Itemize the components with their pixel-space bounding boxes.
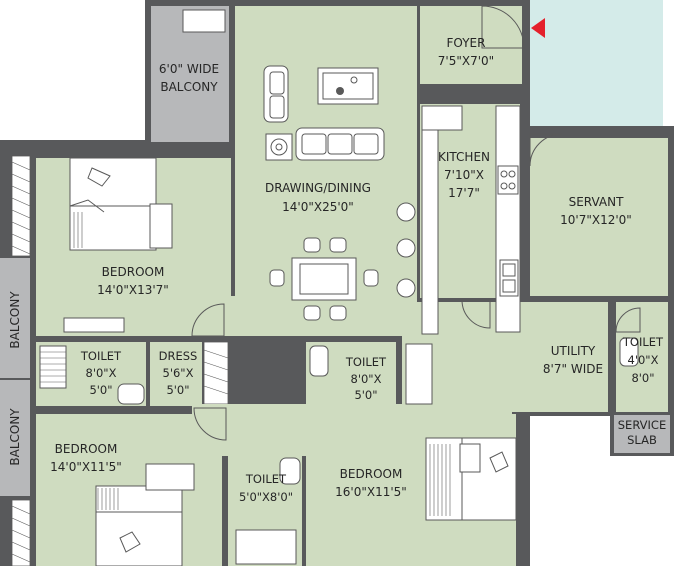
balcony-left-2 (0, 380, 30, 496)
doors (191, 5, 641, 441)
toilet1-size1: 8'0"X (86, 366, 117, 380)
bedroom2-size: 14'0"X11'5" (50, 460, 122, 474)
bedroom3-name: BEDROOM (340, 467, 403, 481)
toilet4-name: TOILET (245, 472, 287, 486)
drawing-size: 14'0"X25'0" (282, 200, 354, 214)
service-slab-line1: SERVICE (618, 418, 666, 432)
balcony-left2-name: BALCONY (8, 408, 22, 466)
entry-arrow-icon (531, 18, 545, 38)
room-servant (530, 138, 668, 296)
washer (182, 9, 226, 33)
bedroom2-name: BEDROOM (55, 442, 118, 456)
toilet2-name: TOILET (345, 355, 387, 369)
bedroom1-size: 14'0"X13'7" (97, 283, 169, 297)
toilet4-size: 5'0"X8'0" (239, 490, 293, 504)
drawing-name: DRAWING/DINING (265, 181, 371, 195)
sofa-icon (263, 65, 385, 161)
dress-size1: 5'6"X (163, 366, 194, 380)
kitchen-size1: 7'10"X (444, 168, 484, 182)
dress-size2: 5'0" (166, 383, 189, 397)
dining-table-icon (269, 202, 416, 321)
servant-size: 10'7"X12'0" (560, 213, 632, 227)
toilet2-size1: 8'0"X (351, 372, 382, 386)
dress-name: DRESS (159, 349, 198, 363)
bed-icon (63, 157, 173, 333)
kitchen-counter (421, 105, 521, 335)
bed-icon (95, 463, 195, 566)
sink-icon (499, 259, 519, 297)
service-slab-line2: SLAB (627, 433, 657, 447)
lift-shaft (663, 0, 678, 126)
railing-hatch (11, 161, 229, 563)
bedroom3-size: 16'0"X11'5" (335, 485, 407, 499)
wc-icon (117, 337, 639, 565)
bed-icon (425, 437, 517, 521)
toilet2-size2: 5'0" (354, 388, 377, 402)
bedroom1-name: BEDROOM (102, 265, 165, 279)
foyer-size: 7'5"X7'0" (438, 54, 494, 68)
balcony-left1-name: BALCONY (8, 291, 22, 349)
utility-name: UTILITY (551, 344, 596, 358)
utility-size: 8'7" WIDE (543, 362, 603, 376)
balcony-top-line2: BALCONY (160, 80, 218, 94)
balcony-left-1 (0, 258, 30, 378)
balcony-top-line1: 6'0" WIDE (159, 62, 219, 76)
servant-name: SERVANT (569, 195, 625, 209)
toilet3-name: TOILET (622, 335, 664, 349)
stove-icon (497, 165, 519, 195)
railing (11, 155, 229, 566)
kitchen-size2: 17'7" (448, 186, 480, 200)
room-foyer (420, 6, 522, 84)
toilet3-size1: 4'0"X (628, 353, 659, 367)
room-dress (150, 342, 202, 406)
toilet3-size2: 8'0" (631, 371, 654, 385)
foyer-name: FOYER (447, 36, 486, 50)
kitchen-name: KITCHEN (438, 150, 490, 164)
toilet1-name: TOILET (80, 349, 122, 363)
open-area (529, 0, 678, 126)
service-slab-area (614, 415, 670, 453)
room-labels: 6'0" WIDE BALCONY FOYER 7'5"X7'0" DRAWIN… (8, 36, 666, 504)
toilet1-size2: 5'0" (89, 383, 112, 397)
shower-icon (39, 345, 67, 389)
